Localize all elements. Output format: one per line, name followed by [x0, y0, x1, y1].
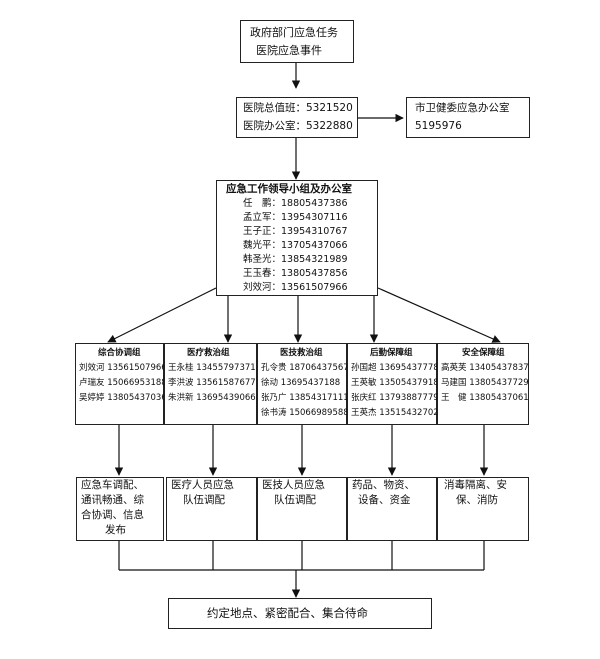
- assembly-text: 约定地点、紧密配合、集合待命: [207, 606, 368, 620]
- task-line: 医疗人员应急: [171, 479, 234, 491]
- task-line: 医技人员应急: [262, 479, 325, 491]
- group-medical-treatment: 医疗救治组 王永桂 13455797371 李洪波 13561587677 朱洪…: [164, 343, 257, 425]
- task-line: 通讯畅通、综: [81, 494, 144, 506]
- box-hospital-phones: 医院总值班：5321520 医院办公室：5322880: [236, 97, 358, 138]
- group-title: 医技救治组: [280, 348, 323, 358]
- group-member: 王 健 13805437061: [441, 393, 529, 403]
- leader-4: 魏光平：13705437066: [243, 240, 348, 251]
- task-line: 队伍调配: [274, 494, 316, 506]
- task-security: 消毒隔离、安 保、消防: [437, 477, 529, 541]
- leader-3: 王子正：13954310767: [243, 226, 348, 237]
- group-member: 徐书涛 15066989588: [261, 408, 349, 418]
- leadership-title: 应急工作领导小组及办公室: [226, 183, 352, 195]
- source-line-1: 政府部门应急任务: [250, 26, 338, 39]
- committee-name: 市卫健委应急办公室: [415, 102, 510, 114]
- committee-phone: 5195976: [415, 120, 462, 132]
- task-line: 发布: [105, 524, 126, 536]
- office-phone: 医院办公室：5322880: [243, 120, 353, 132]
- task-comprehensive: 应急车调配、 通讯畅通、综 合协调、信息 发布: [76, 477, 164, 541]
- box-leadership: 应急工作领导小组及办公室 任 鹏：18805437386 孟立军：1395430…: [216, 180, 378, 296]
- arrow-lead-to-group-1: [107, 287, 217, 343]
- group-member: 李洪波 13561587677: [168, 378, 256, 388]
- group-comprehensive-coordination: 综合协调组 刘效河 13561507966 卢瑞友 15066953188 吴婷…: [75, 343, 167, 425]
- task-logistics: 药品、物资、 设备、资金: [347, 477, 437, 541]
- group-title: 安全保障组: [462, 348, 505, 358]
- box-health-committee: 市卫健委应急办公室 5195976: [406, 97, 530, 138]
- source-line-2: 医院应急事件: [256, 44, 322, 57]
- task-line: 保、消防: [456, 494, 498, 506]
- group-title: 综合协调组: [98, 348, 141, 358]
- duty-phone: 医院总值班：5321520: [243, 102, 353, 114]
- group-logistics: 后勤保障组 孙国超 13695437778 王英敏 13505437918 张庆…: [347, 343, 439, 425]
- task-line: 设备、资金: [358, 494, 411, 506]
- group-title: 后勤保障组: [370, 348, 413, 358]
- group-member: 张庆红 13793887779: [351, 393, 439, 403]
- group-member: 高英芙 13405437837: [441, 363, 529, 373]
- box-emergency-source: 政府部门应急任务 医院应急事件: [240, 20, 354, 63]
- group-member: 马建国 13805437729: [441, 378, 529, 388]
- group-member: 孙国超 13695437778: [351, 363, 439, 373]
- leader-7: 刘效河：13561507966: [243, 282, 348, 293]
- group-member: 张乃广 13854317111: [261, 393, 349, 403]
- group-medical-technology: 医技救治组 孔令贵 18706437567 徐动 13695437188 张乃广…: [257, 343, 349, 425]
- leader-2: 孟立军：13954307116: [243, 212, 348, 223]
- group-member: 吴婷婷 13805437036: [79, 393, 167, 403]
- task-line: 队伍调配: [183, 494, 225, 506]
- group-member: 孔令贵 18706437567: [261, 363, 349, 373]
- group-member: 卢瑞友 15066953188: [79, 378, 167, 388]
- leader-6: 王玉春：13805437856: [243, 268, 348, 279]
- leader-5: 韩圣光：13854321989: [243, 254, 348, 265]
- group-member: 朱洪新 13695439066: [168, 393, 256, 403]
- task-line: 药品、物资、: [352, 479, 415, 491]
- group-member: 王永桂 13455797371: [168, 363, 256, 373]
- task-medical: 医疗人员应急 队伍调配: [166, 477, 257, 541]
- group-member: 王英杰 13515432702: [351, 408, 439, 418]
- group-member: 徐动 13695437188: [261, 378, 341, 388]
- arrow-lead-to-group-5: [377, 287, 501, 343]
- task-medtech: 医技人员应急 队伍调配: [257, 477, 347, 541]
- group-security: 安全保障组 高英芙 13405437837 马建国 13805437729 王 …: [437, 343, 529, 425]
- task-line: 应急车调配、: [81, 479, 144, 491]
- group-member: 刘效河 13561507966: [79, 363, 167, 373]
- leader-1: 任 鹏：18805437386: [243, 198, 348, 209]
- group-title: 医疗救治组: [187, 348, 230, 358]
- task-line: 消毒隔离、安: [444, 479, 507, 491]
- box-assembly: 约定地点、紧密配合、集合待命: [168, 598, 432, 629]
- task-line: 合协调、信息: [81, 509, 144, 521]
- group-member: 王英敏 13505437918: [351, 378, 439, 388]
